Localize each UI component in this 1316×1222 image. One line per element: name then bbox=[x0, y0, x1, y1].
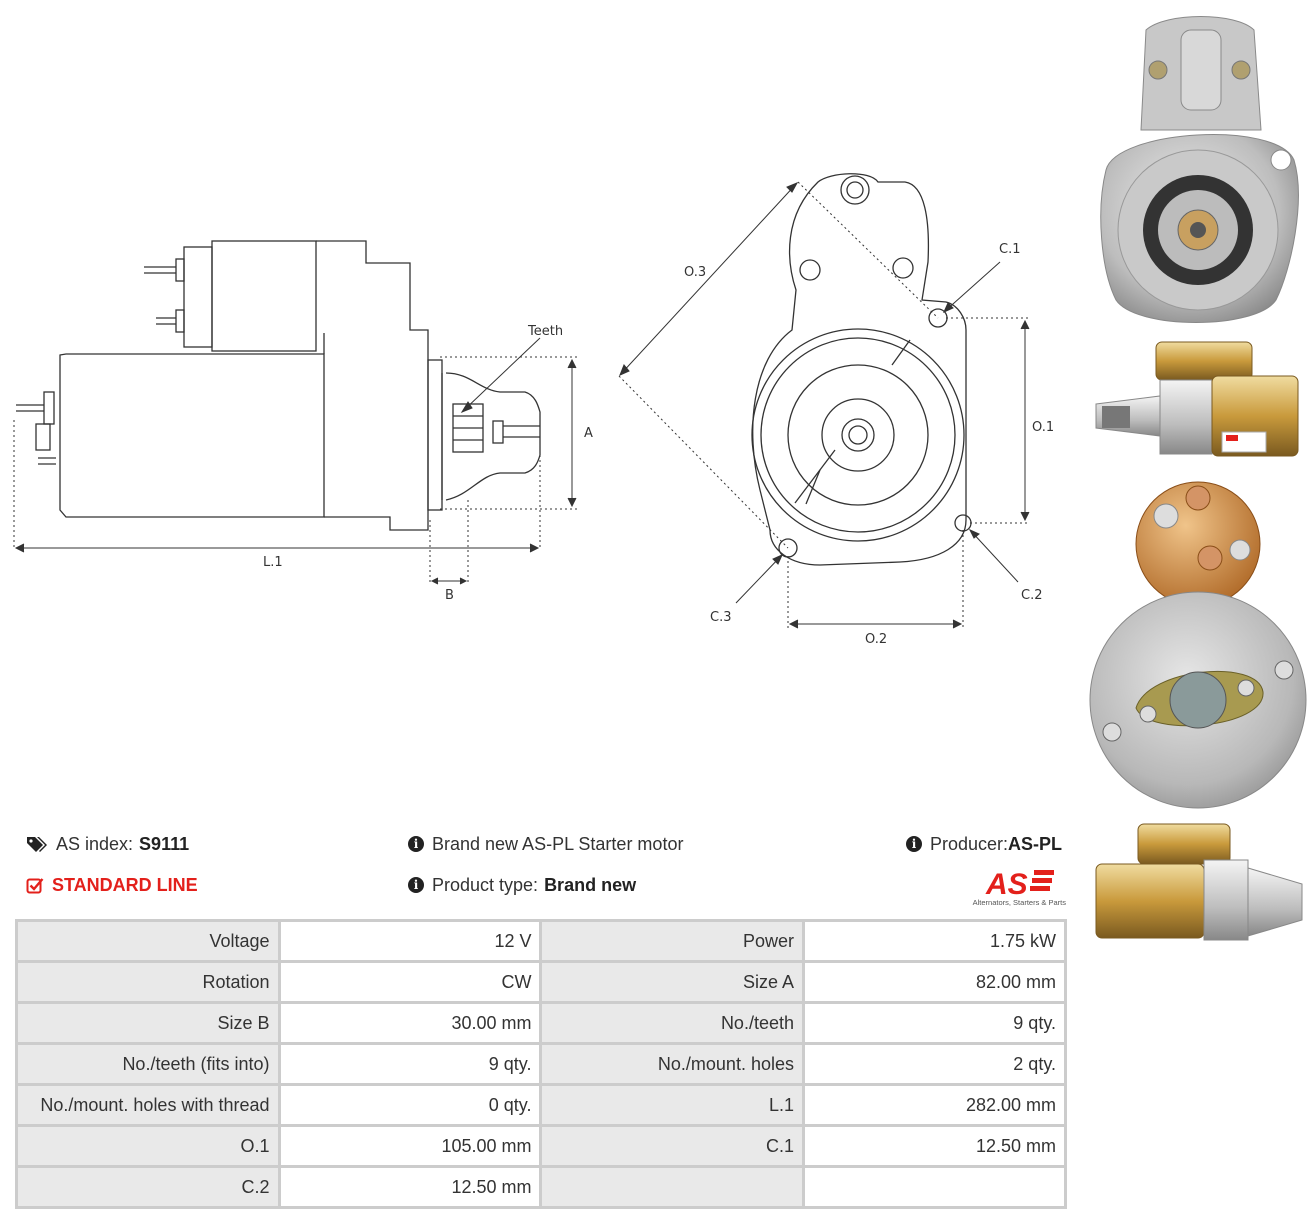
tags-icon bbox=[26, 835, 48, 853]
spec-label: No./mount. holes bbox=[542, 1045, 802, 1083]
spec-label: C.2 bbox=[18, 1168, 278, 1206]
spec-label: L.1 bbox=[542, 1086, 802, 1124]
info-icon: i bbox=[408, 836, 424, 852]
photo-side-view bbox=[1095, 341, 1299, 457]
producer: i Producer: AS-PL bbox=[906, 833, 1062, 855]
spec-value: 9 qty. bbox=[804, 1004, 1064, 1042]
label-l1: L.1 bbox=[263, 555, 283, 570]
label-o1: O.1 bbox=[1032, 420, 1054, 435]
spec-value: 12.50 mm bbox=[280, 1168, 540, 1206]
spec-value: 12.50 mm bbox=[804, 1127, 1064, 1165]
label-c1: C.1 bbox=[999, 242, 1020, 257]
standard-line: STANDARD LINE bbox=[26, 874, 198, 896]
producer-value: AS-PL bbox=[1008, 834, 1063, 854]
front-view-dimensions bbox=[618, 181, 1030, 630]
spec-value: 0 qty. bbox=[280, 1086, 540, 1124]
label-o2: O.2 bbox=[865, 632, 887, 647]
spec-value: 105.00 mm bbox=[280, 1127, 540, 1165]
spec-value: 30.00 mm bbox=[280, 1004, 540, 1042]
spec-label: No./teeth (fits into) bbox=[18, 1045, 278, 1083]
spec-value: 2 qty. bbox=[804, 1045, 1064, 1083]
info-icon: i bbox=[408, 877, 424, 893]
spec-label: Rotation bbox=[18, 963, 278, 1001]
as-index-value: S9111 bbox=[139, 834, 190, 854]
spec-label: No./teeth bbox=[542, 1004, 802, 1042]
front-view bbox=[751, 173, 972, 566]
spec-label bbox=[542, 1168, 802, 1206]
spec-label: Size B bbox=[18, 1004, 278, 1042]
standard-line-label: STANDARD LINE bbox=[52, 875, 198, 895]
photo-side-view-2 bbox=[1095, 823, 1303, 941]
product-type-value: Brand new bbox=[544, 875, 637, 895]
technical-drawing: Teeth A L.1 B O.3 C.1 O.1 C.2 C.3 O.2 bbox=[13, 173, 1054, 647]
spec-label: Power bbox=[542, 922, 802, 960]
side-view-solenoid bbox=[144, 240, 429, 356]
checkbox-icon bbox=[26, 876, 44, 894]
spec-label: Size A bbox=[542, 963, 802, 1001]
spec-value: 282.00 mm bbox=[804, 1086, 1064, 1124]
label-teeth: Teeth bbox=[527, 324, 563, 339]
label-c2: C.2 bbox=[1021, 588, 1042, 603]
table-row: No./teeth (fits into)9 qty.No./mount. ho… bbox=[18, 1045, 1064, 1083]
label-a: A bbox=[584, 426, 593, 441]
svg-text:Alternators, Starters & Parts: Alternators, Starters & Parts bbox=[973, 898, 1067, 906]
side-view-motor bbox=[16, 333, 541, 531]
spec-value: CW bbox=[280, 963, 540, 1001]
as-index: AS index: S9111 bbox=[26, 833, 189, 855]
side-view-dimensions bbox=[13, 337, 578, 585]
spec-label: Voltage bbox=[18, 922, 278, 960]
svg-text:AS: AS bbox=[985, 868, 1028, 901]
as-pl-logo: AS Alternators, Starters & Parts bbox=[962, 864, 1068, 907]
spec-value: 1.75 kW bbox=[804, 922, 1064, 960]
info-icon: i bbox=[906, 836, 922, 852]
spec-value bbox=[804, 1168, 1064, 1206]
spec-label: No./mount. holes with thread bbox=[18, 1086, 278, 1124]
description: i Brand new AS-PL Starter motor bbox=[408, 833, 683, 855]
spec-value: 12 V bbox=[280, 922, 540, 960]
label-b: B bbox=[445, 588, 454, 603]
spec-value: 82.00 mm bbox=[804, 963, 1064, 1001]
photo-rear-view bbox=[1089, 481, 1307, 809]
spec-value: 9 qty. bbox=[280, 1045, 540, 1083]
product-type: i Product type: Brand new bbox=[408, 874, 636, 896]
label-c3: C.3 bbox=[710, 610, 731, 625]
photo-front-view bbox=[1100, 16, 1299, 323]
spec-label: C.1 bbox=[542, 1127, 802, 1165]
label-o3: O.3 bbox=[684, 265, 706, 280]
spec-label: O.1 bbox=[18, 1127, 278, 1165]
